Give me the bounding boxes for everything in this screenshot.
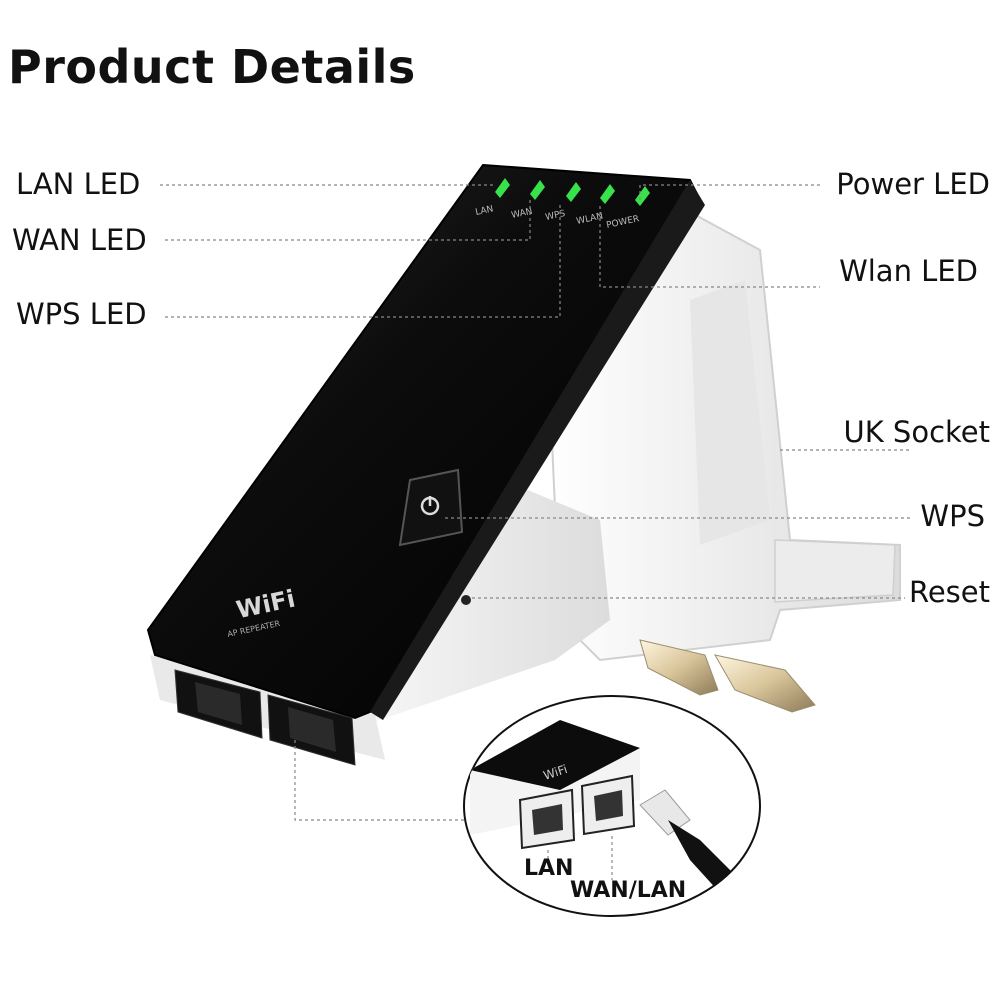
wlan-led xyxy=(600,184,615,204)
ethernet-ports xyxy=(174,669,356,766)
callout-wps-led: WPS LED xyxy=(16,297,147,331)
wan-led xyxy=(530,180,545,200)
lan-led xyxy=(495,178,510,198)
wps-led xyxy=(566,182,581,202)
callout-wlan-led: Wlan LED xyxy=(839,254,978,288)
led-label-lan: LAN xyxy=(475,204,495,218)
plug-pin-right xyxy=(714,654,816,713)
power-led xyxy=(635,186,650,206)
inset-lan-label: LAN xyxy=(524,856,574,881)
plug-pin-left xyxy=(639,639,719,696)
callout-power-led: Power LED xyxy=(836,167,990,201)
led-label-wan: WAN xyxy=(511,207,534,221)
callout-uk-socket: UK Socket xyxy=(843,415,990,449)
callout-wan-led: WAN LED xyxy=(12,223,147,257)
page-title: Product Details xyxy=(8,40,416,94)
led-label-wps: WPS xyxy=(545,209,567,223)
leader-lines xyxy=(160,184,910,821)
ports-inset: WiFi xyxy=(463,695,761,917)
reset-hole[interactable] xyxy=(461,595,471,605)
wps-button[interactable] xyxy=(398,468,464,547)
led-indicators: LAN WAN WPS WLAN POWER xyxy=(475,178,650,231)
callout-reset: Reset xyxy=(908,575,990,609)
callout-lan-led: LAN LED xyxy=(16,167,141,201)
callout-wps: WPS xyxy=(920,499,985,533)
inset-wan-lan-label: WAN/LAN xyxy=(570,878,687,903)
